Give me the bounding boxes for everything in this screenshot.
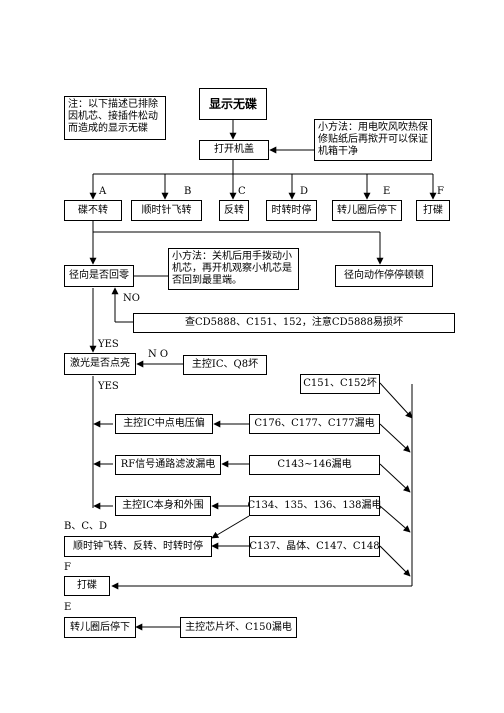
- c143-146-box: C143~146漏电: [249, 455, 380, 475]
- label-e-bottom: E: [64, 602, 72, 613]
- label-yes-laser: YES: [98, 381, 119, 392]
- ic-periph-box: 主控IC本身和外围: [115, 496, 211, 516]
- open-lid-box: 打开机盖: [199, 140, 269, 160]
- c150-box: 主控芯片坏、C150漏电: [180, 617, 297, 638]
- symptom-cw-fly: 顺时针飞转: [131, 200, 202, 221]
- label-no-laser: N O: [148, 349, 169, 360]
- bcd-combo-box: 顺时钟飞转、反转、时转时停: [64, 536, 212, 557]
- tip-mid-box: 小方法：关机后用手拨动小机芯，再开机观察小机芯是否回到最里端。: [168, 248, 299, 290]
- note-left-box: 注：以下描述已排除因机芯、接插件松动而造成的显示无碟: [64, 96, 166, 140]
- symptom-spin-stop: 转儿圈后停下: [332, 200, 402, 221]
- check-cd5888-box: 查CD5888、C151、152，注意CD5888易损坏: [133, 313, 455, 333]
- laser-on-box: 激光是否点亮: [64, 353, 136, 375]
- radial-zero-box: 径向是否回零: [64, 265, 134, 287]
- rf-filter-box: RF信号通路滤波漏电: [115, 455, 221, 475]
- c151-c152-box: C151、C152坏: [300, 374, 380, 394]
- label-no: NO: [123, 293, 140, 304]
- ic-mid-offset-box: 主控IC中点电压偏: [115, 414, 213, 434]
- symptom-skip: 打碟: [416, 200, 450, 221]
- label-f-bottom: F: [64, 562, 71, 573]
- symptom-reverse: 反转: [219, 200, 249, 221]
- label-yes: YES: [98, 339, 119, 350]
- symptom-no-spin: 碟不转: [64, 200, 122, 221]
- main-ic-q8-box: 主控IC、Q8坏: [183, 355, 267, 375]
- label-a: A: [99, 186, 107, 197]
- spin-stop-box: 转儿圈后停下: [64, 617, 136, 638]
- c134-138-box: C134、135、136、138漏电: [248, 496, 382, 516]
- label-e: E: [383, 186, 391, 197]
- label-bcd: B、C、D: [64, 521, 108, 532]
- title-box: 显示无碟: [199, 88, 267, 120]
- skip-box: 打碟: [64, 576, 110, 596]
- label-d: D: [300, 186, 309, 197]
- c176-c177-box: C176、C177、C177漏电: [249, 414, 380, 434]
- c137-c148-box: C137、晶体、C147、C148: [249, 536, 380, 557]
- label-c: C: [238, 186, 246, 197]
- label-f: F: [437, 186, 444, 197]
- radial-stall-box: 径向动作停停顿顿: [335, 265, 433, 287]
- symptom-intermittent: 时转时停: [266, 200, 317, 221]
- note-right-box: 小方法：用电吹风吹热保修贴纸后再揿开可以保证机箱干净: [314, 119, 432, 161]
- label-b: B: [184, 186, 192, 197]
